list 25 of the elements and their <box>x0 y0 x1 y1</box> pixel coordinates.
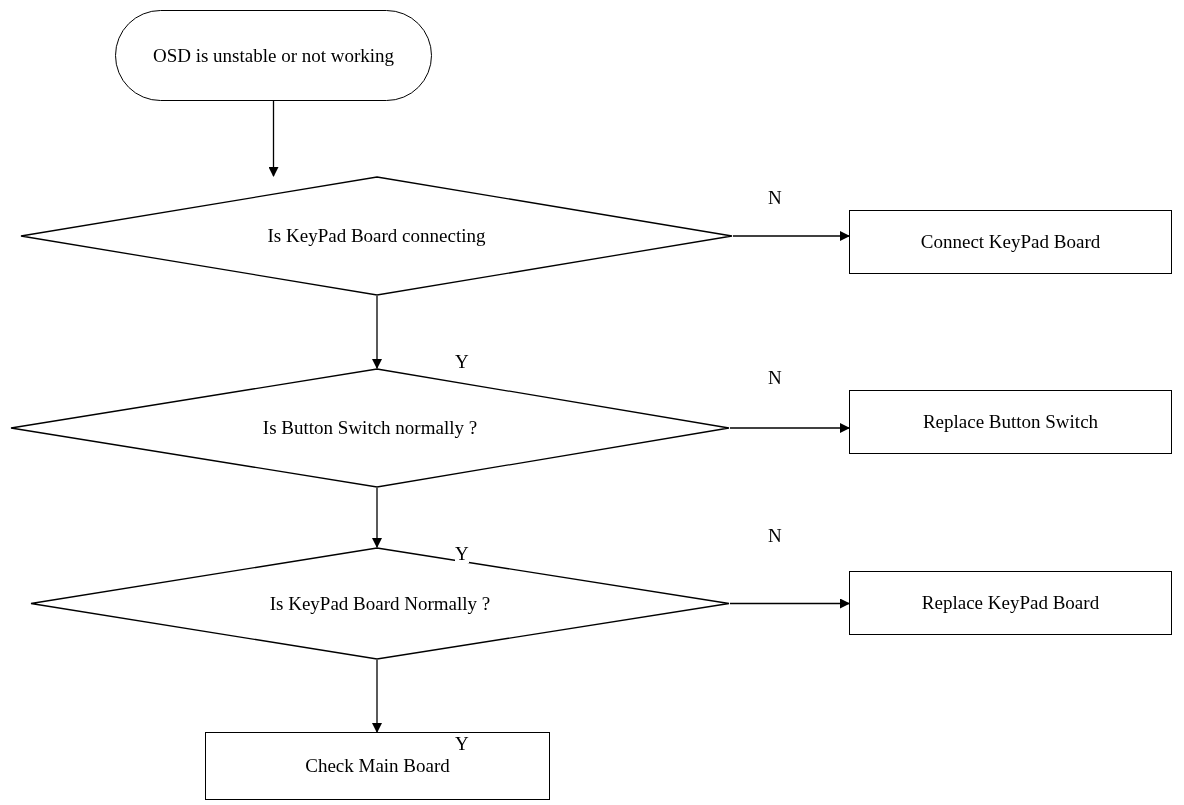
arrow <box>729 423 850 433</box>
arrow <box>729 598 850 609</box>
node-text: Replace Button Switch <box>922 410 1099 434</box>
node-text: OSD is unstable or not working <box>152 43 395 68</box>
arrow <box>732 231 850 241</box>
edge-label: Y <box>455 544 469 563</box>
edge-label: N <box>768 188 782 207</box>
arrow <box>372 487 382 548</box>
process-box <box>849 390 1172 454</box>
arrow <box>268 100 279 177</box>
edge-label: N <box>768 526 782 545</box>
node-text: Connect KeyPad Board <box>920 230 1101 254</box>
arrow <box>372 659 382 733</box>
arrow <box>372 295 382 369</box>
node-text: Is KeyPad Board connecting <box>267 224 486 248</box>
node-text: Is KeyPad Board Normally ? <box>269 591 491 616</box>
process-box <box>205 732 550 800</box>
node-text: Is Button Switch normally ? <box>262 416 478 440</box>
node-text: Replace KeyPad Board <box>921 591 1100 615</box>
edge-label: Y <box>455 734 469 753</box>
node-text: Check Main Board <box>305 754 450 778</box>
edge-label: N <box>768 368 782 387</box>
process-box <box>849 210 1172 274</box>
process-box <box>849 571 1172 635</box>
edge-label: Y <box>455 352 469 371</box>
